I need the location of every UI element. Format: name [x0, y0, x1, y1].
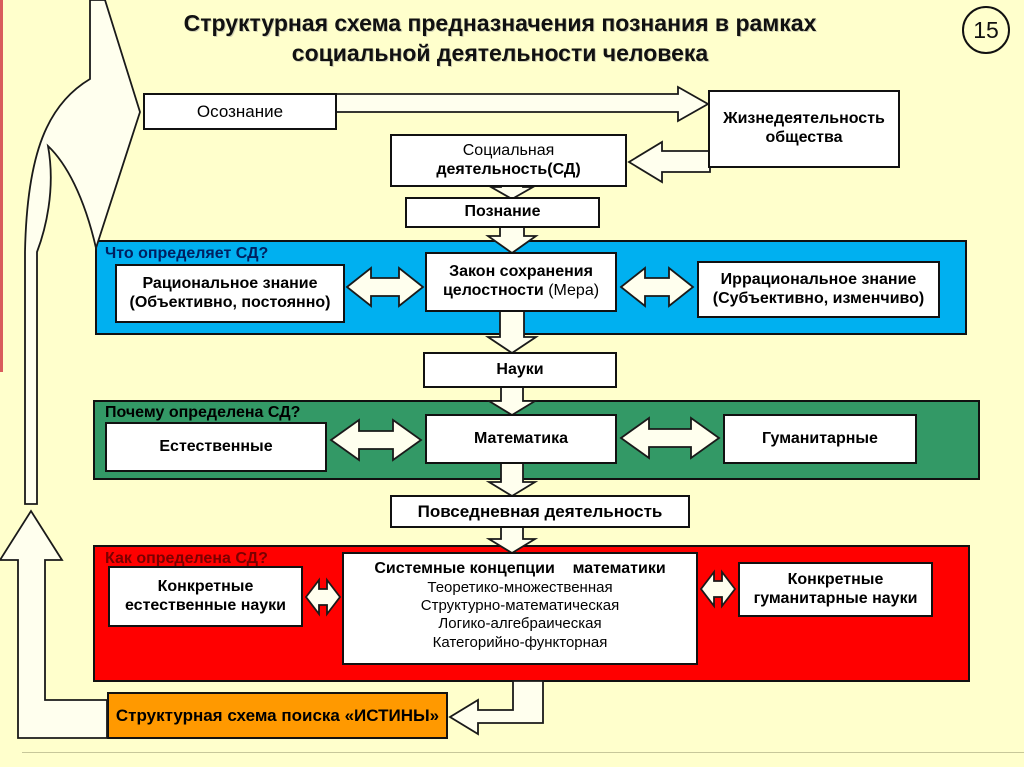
box-irrational-knowledge: Иррациональное знание (Субъективно, изме… [697, 261, 940, 318]
arrow-zhizn-to-social-icon [627, 140, 711, 184]
matematika-label: Математика [473, 429, 569, 447]
rational-line2: (Объективно, постоянно) [129, 293, 331, 311]
gumanitarnye-label: Гуманитарные [762, 429, 878, 447]
konkr-gum-line1: Конкретные [787, 570, 884, 588]
social-line1: Социальная [462, 141, 555, 159]
band-what-label: Что определяет СД? [105, 245, 269, 262]
up-arrow-from-truth-icon [0, 509, 108, 739]
page-number-badge: 15 [962, 6, 1010, 54]
double-arrow-estestv-matem-icon [329, 418, 423, 462]
box-poznanie: Познание [405, 197, 600, 228]
curved-return-arrow-icon [24, 0, 141, 505]
box-osoznanie: Осознание [143, 93, 337, 130]
box-law-of-integrity: Закон сохранения целостности (Мера) [425, 252, 617, 312]
arrow-povsed-to-sistem-icon [485, 524, 539, 555]
sistem-title: Системные концепции математики [374, 560, 666, 577]
box-matematika: Математика [425, 414, 617, 464]
box-konkretnye-gumanitarnye: Конкретные гуманитарные науки [738, 562, 933, 617]
double-arrow-rational-law-icon [345, 266, 425, 308]
irrational-line2: (Субъективно, изменчиво) [712, 289, 925, 307]
povsednevnaya-label: Повседневная деятельность [417, 501, 663, 521]
arrow-matematika-to-povsed-icon [485, 460, 539, 498]
elbow-arrow-to-truth-icon [448, 680, 544, 736]
double-arrow-law-irrational-icon [619, 266, 695, 308]
rational-line1: Рациональное знание [142, 274, 318, 292]
truth-label: Структурная схема поиска «ИСТИНЫ» [115, 705, 440, 725]
page-number: 15 [973, 16, 999, 43]
konkr-est-line2: естественные науки [124, 596, 286, 614]
double-arrow-matem-guman-icon [619, 416, 721, 460]
sistem-item-4: Категорийно-функторная [432, 633, 608, 651]
left-edge-artifact [0, 0, 3, 372]
slide-title-line2: социальной деятельности человека [291, 40, 709, 67]
social-line2: деятельность(СД) [436, 160, 581, 178]
arrow-law-to-nauki-icon [485, 308, 539, 355]
law-line2: целостности (Мера) [443, 282, 599, 301]
box-povsednevnaya: Повседневная деятельность [390, 495, 690, 528]
slide-title: Структурная схема предназначения познани… [60, 8, 940, 69]
arrow-osoznanie-to-zhizn-icon [333, 85, 710, 123]
zhizn-line2: общества [765, 129, 843, 146]
irrational-line1: Иррациональное знание [720, 270, 917, 288]
box-gumanitarnye: Гуманитарные [723, 414, 917, 464]
band-how-label: Как определена СД? [105, 550, 268, 567]
arrow-nauki-to-matematika-icon [485, 384, 539, 417]
law-line1: Закон сохранения [449, 263, 593, 281]
box-socialnaya-deyatelnost: Социальная деятельность(СД) [390, 134, 627, 187]
nauki-label: Науки [496, 360, 544, 378]
box-zhiznedeyatelnost: Жизнедеятельность общества [708, 90, 900, 168]
double-arrow-konkrest-sistem-icon [304, 577, 342, 617]
box-konkretnye-estestvennye: Конкретные естественные науки [108, 566, 303, 627]
box-sistemnye-koncepcii: Системные концепции математики Теоретико… [342, 552, 698, 665]
double-arrow-sistem-konkrgum-icon [699, 569, 737, 609]
sistem-item-1: Теоретико-множественная [427, 578, 613, 596]
slide-title-line1: Структурная схема предназначения познани… [183, 10, 817, 36]
box-estestvennye: Естественные [105, 422, 327, 472]
sistem-item-2: Структурно-математическая [420, 597, 620, 615]
zhizn-line1: Жизнедеятельность [723, 110, 885, 128]
law-line2-normal: (Мера) [548, 282, 600, 299]
arrow-poznanie-to-law-icon [485, 224, 539, 255]
box-osoznanie-label: Осознание [196, 101, 284, 121]
konkr-gum-line2: гуманитарные науки [753, 589, 918, 607]
band-why-label: Почему определена СД? [105, 404, 301, 421]
sistem-item-3: Логико-алгебраическая [438, 615, 602, 633]
estestvennye-label: Естественные [159, 437, 273, 455]
poznanie-label: Познание [464, 203, 541, 221]
truth-box: Структурная схема поиска «ИСТИНЫ» [107, 692, 448, 739]
bottom-edge-line [22, 752, 1024, 753]
law-line2-bold: целостности [442, 282, 544, 299]
box-nauki: Науки [423, 352, 617, 388]
box-rational-knowledge: Рациональное знание (Объективно, постоян… [115, 264, 345, 323]
konkr-est-line1: Конкретные [157, 577, 254, 595]
